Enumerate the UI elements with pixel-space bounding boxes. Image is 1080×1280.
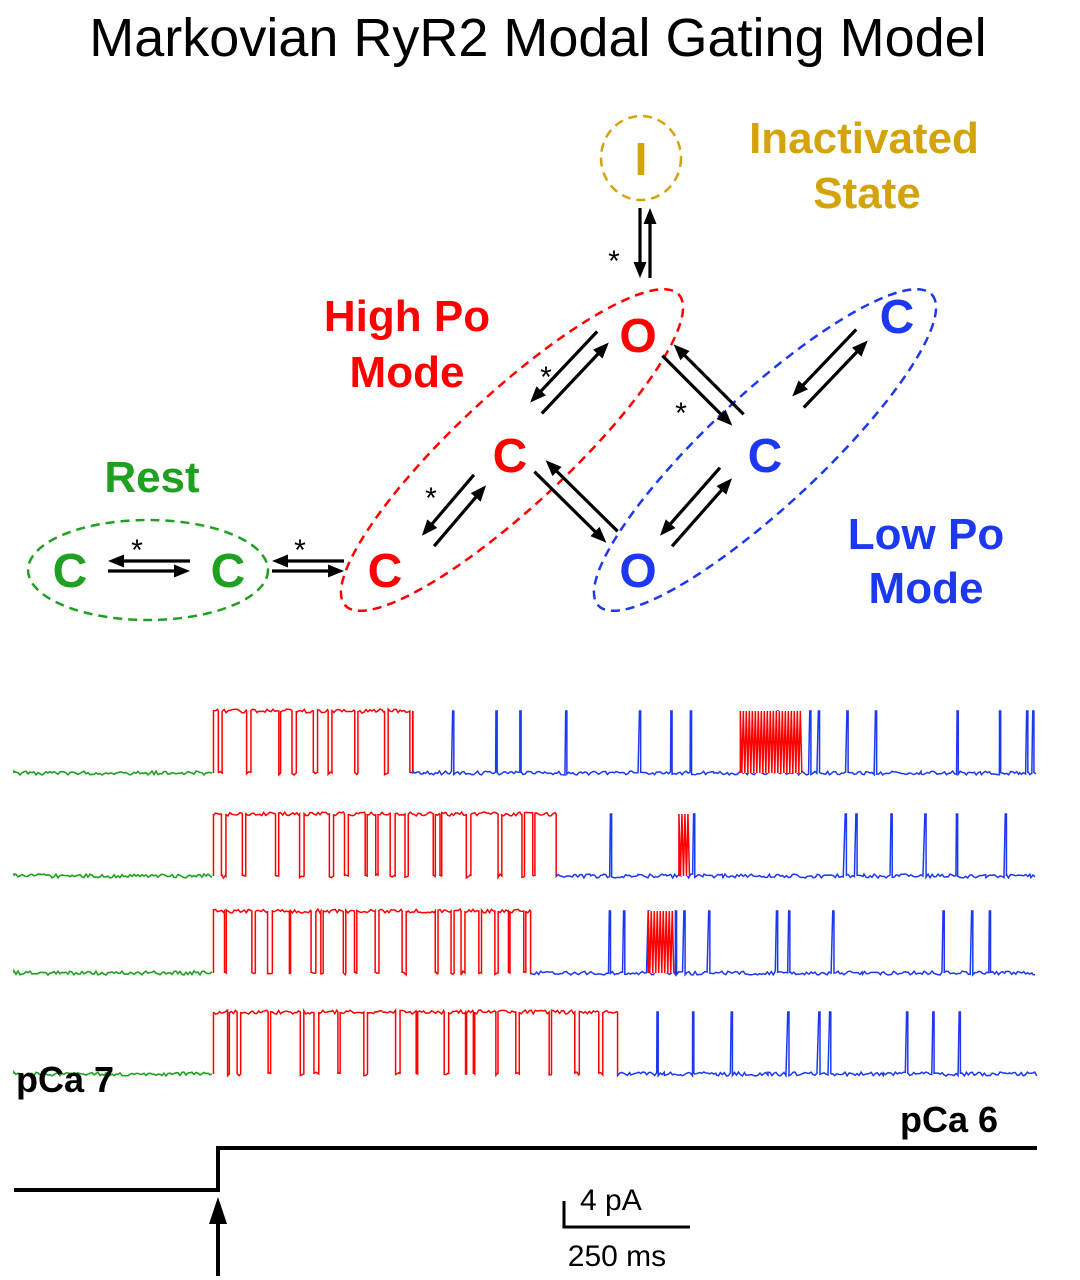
arrow-low-o-low-c1-forward-shaft [670, 481, 730, 548]
trace-3-rest-segment [13, 968, 213, 977]
arrow-high-c2-o-backward-head [530, 386, 546, 403]
trace-3-high-po-burst-1 [647, 910, 675, 974]
trace-2-high-po-burst-1 [678, 813, 691, 877]
asterisk-rest: * [131, 534, 143, 567]
scale-bar-current-label: 4 pA [580, 1184, 642, 1217]
arrow-high-c2-o-forward-shaft [540, 345, 606, 415]
high-open-state: O [619, 310, 656, 363]
low-po-label-line2: Mode [869, 564, 984, 613]
high-closed-state-2: C [493, 430, 528, 483]
arrow-rest-c1-c2-forward-head [174, 564, 190, 578]
low-closed-state-1: C [748, 430, 783, 483]
trace-3-high-po-segment [212, 907, 532, 977]
arrow-low-c1-low-c2-backward-head [792, 380, 808, 397]
high-closed-state-1: C [368, 545, 403, 598]
arrow-low-o-low-c1-backward-head [660, 519, 676, 536]
pca-before-label: pCa 7 [16, 1059, 114, 1100]
trace-1-high-po-burst-1 [739, 710, 803, 774]
arrow-rest-c1-c2-backward-head [108, 554, 124, 568]
arrow-o-inactivated-backward-head [633, 262, 647, 278]
arrow-high-c2-low-o-forward-shaft [533, 470, 604, 540]
arrow-high-o-low-c-forward-head [716, 409, 733, 426]
trace-3-low-po-segment [529, 910, 1036, 977]
trace-2-high-po-segment [212, 810, 557, 880]
trace-4-low-po-segment [616, 1011, 1038, 1079]
trace-4-rest-segment [13, 1069, 213, 1078]
arrow-high-o-low-c-backward-shaft [676, 347, 745, 416]
arrow-rest-high-forward-head [328, 564, 344, 578]
inactivated-ellipse [599, 114, 683, 202]
figure-title: Markovian RyR2 Modal Gating Model [89, 8, 986, 68]
trace-4-high-po-segment [212, 1007, 619, 1078]
scale-bar-lines [562, 1201, 690, 1229]
arrow-high-c1-c2-forward-shaft [432, 488, 484, 548]
inactivated-label-line1: Inactivated [749, 114, 979, 163]
high-po-label-line1: High Po [324, 292, 490, 341]
arrow-high-c2-o-forward-head [593, 342, 609, 359]
arrow-o-inactivated-forward-head [643, 208, 657, 224]
scale-bar-time-label: 250 ms [568, 1240, 666, 1273]
high-po-label-line2: Mode [350, 348, 465, 397]
kinetic-scheme: C C C C O O C C I Rest High Po Mode Low … [26, 114, 1004, 622]
arrow-high-o-low-c-forward-shaft [661, 354, 730, 423]
rest-closed-state-1: C [53, 545, 88, 598]
asterisk-rest-to-high: * [294, 534, 306, 567]
trace-2-low-po-segment [555, 813, 1036, 880]
trace-2-rest-segment [13, 872, 213, 880]
low-closed-state-2: C [880, 291, 915, 344]
arrow-low-o-low-c1-backward-shaft [662, 466, 722, 533]
arrow-rest-high-backward-head [272, 554, 288, 568]
calcium-protocol: pCa 7 pCa 6 [14, 1059, 1037, 1276]
arrow-high-c2-o-backward-shaft [533, 330, 599, 400]
arrow-low-c1-low-c2-backward-shaft [795, 328, 858, 394]
low-po-label-line1: Low Po [848, 510, 1004, 559]
trace-1-low-po-segment [412, 710, 1037, 777]
arrow-low-c1-low-c2-forward-shaft [802, 343, 865, 409]
trace-1-rest-segment [13, 769, 213, 777]
arrow-high-c2-low-o-forward-head [590, 526, 607, 543]
rest-ellipse [26, 518, 270, 622]
arrow-high-c2-low-o-backward-shaft [548, 463, 619, 533]
asterisk-high-c2-o: * [540, 361, 552, 394]
inactivated-state: I [635, 133, 648, 185]
high-po-ellipse [339, 287, 685, 613]
low-open-state: O [619, 545, 656, 598]
protocol-step-line [14, 1146, 1037, 1192]
stimulus-arrow-icon [209, 1197, 227, 1224]
rest-closed-state-2: C [211, 545, 246, 598]
transition-arrows [108, 208, 868, 578]
asterisk-high-c1-c2: * [425, 482, 437, 515]
inactivated-label-line2: State [813, 169, 921, 218]
trace-1-high-po-segment [212, 707, 414, 777]
scale-bar: 4 pA 250 ms [562, 1184, 690, 1273]
rest-label: Rest [104, 453, 200, 502]
arrow-high-c1-c2-backward-shaft [424, 473, 476, 533]
single-channel-traces [13, 707, 1038, 1079]
asterisk-inactivation: * [608, 245, 620, 278]
arrow-high-c1-c2-backward-head [421, 519, 438, 536]
asterisk-high-o-low-c: * [675, 397, 687, 430]
pca-after-label: pCa 6 [900, 1099, 998, 1140]
arrow-high-c1-c2-forward-head [470, 485, 487, 502]
arrow-high-c2-low-o-backward-head [545, 460, 562, 477]
low-po-ellipse [592, 287, 938, 613]
arrow-high-o-low-c-backward-head [673, 344, 690, 361]
arrow-low-c1-low-c2-forward-head [852, 340, 868, 357]
arrow-low-o-low-c1-forward-head [716, 478, 732, 495]
